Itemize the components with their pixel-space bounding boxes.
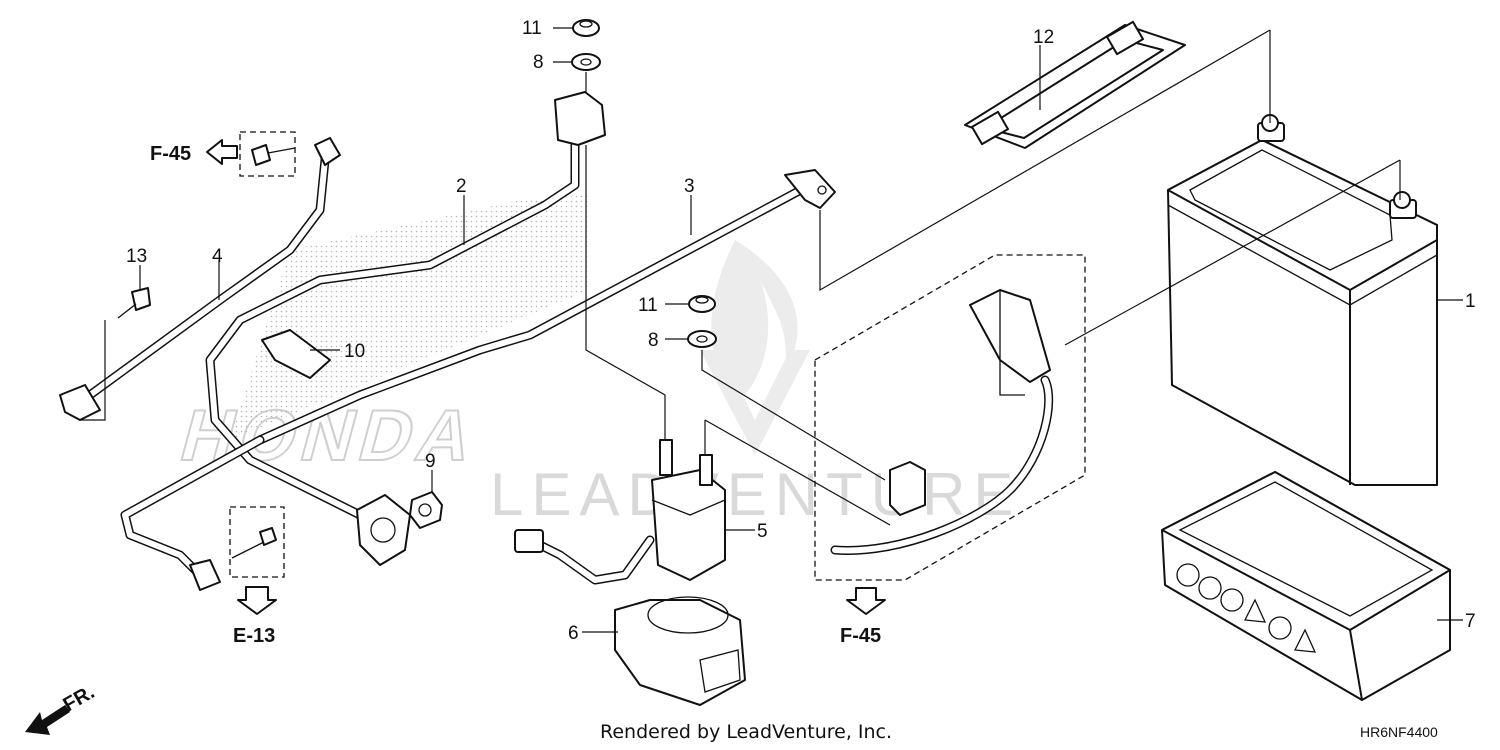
negative-cable xyxy=(830,289,1054,555)
ground-cable xyxy=(59,137,341,421)
diagram-code: HR6NF4400 xyxy=(1360,724,1438,740)
f45-left-arrow xyxy=(206,139,238,165)
relay-holder xyxy=(614,596,746,706)
leader-lines xyxy=(80,27,1463,633)
callout-4: 4 xyxy=(212,246,223,267)
nut-9 xyxy=(409,491,443,529)
clamp-10 xyxy=(261,329,331,379)
e13-box xyxy=(229,506,285,578)
battery xyxy=(1167,114,1438,486)
nut-11-mid xyxy=(688,295,716,313)
front-direction-arrow xyxy=(25,705,70,735)
callout-8-top: 8 xyxy=(533,52,544,73)
callout-11-top: 11 xyxy=(522,18,542,39)
bolt-left xyxy=(251,144,296,166)
callout-9: 9 xyxy=(425,451,436,472)
bolt-e13 xyxy=(231,527,277,559)
footer-credit: Rendered by LeadVenture, Inc. xyxy=(600,721,892,743)
callout-3: 3 xyxy=(684,176,695,197)
callout-6: 6 xyxy=(568,623,579,644)
washer-8-mid xyxy=(687,330,717,348)
f45-bottom-arrow xyxy=(846,587,886,615)
callout-5: 5 xyxy=(757,521,768,542)
positive-cable xyxy=(255,169,836,445)
callout-7: 7 xyxy=(1465,611,1476,632)
nut-11-top xyxy=(572,19,600,37)
battery-strap xyxy=(964,20,1186,149)
harness-shading xyxy=(230,195,590,440)
ref-e13[interactable]: E-13 xyxy=(233,625,275,647)
f45-left-box xyxy=(239,131,296,177)
bolt-13 xyxy=(117,287,151,319)
callout-8-mid: 8 xyxy=(648,330,659,351)
callout-12: 12 xyxy=(1033,27,1054,48)
ref-f45-bottom[interactable]: F-45 xyxy=(840,625,881,647)
starter-relay xyxy=(514,439,726,585)
callout-2: 2 xyxy=(456,176,467,197)
callout-10: 10 xyxy=(344,341,365,362)
washer-8-top xyxy=(571,53,601,71)
watermark-company: LEADVENTURE xyxy=(490,461,1021,528)
battery-box xyxy=(1161,471,1451,701)
ref-f45-left[interactable]: F-45 xyxy=(150,143,191,165)
starter-cable xyxy=(205,91,606,566)
callout-1: 1 xyxy=(1465,291,1476,312)
sub-harness xyxy=(120,435,265,591)
callout-11-mid: 11 xyxy=(638,295,658,316)
callout-13: 13 xyxy=(126,246,147,267)
e13-arrow xyxy=(237,586,277,615)
